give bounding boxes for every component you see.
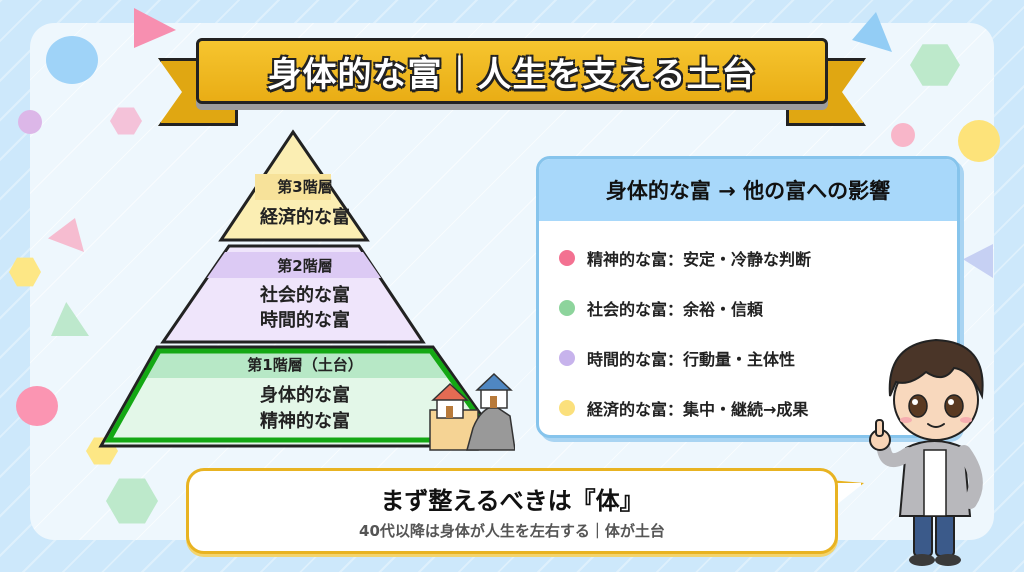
tier2-item-social: 社会的な富 [260,285,350,306]
tier1-item-physical: 身体的な富 [260,385,350,406]
speech-bubble: まず整えるべきは『体』 40代以降は身体が人生を左右する｜体が土台 [186,468,838,554]
bubble-headline: まず整えるべきは『体』 [380,487,644,515]
decor-purple-dot [18,110,42,134]
pyramid-shapes [98,129,515,451]
tier3-item: 経済的な富 [260,207,350,228]
bubble-subtext: 40代以降は身体が人生を左右する｜体が土台 [359,522,665,540]
list-item: 時間的な富：行動量・主体性 [559,333,957,383]
item-label: 社会的な富：余裕・信頼 [587,300,764,319]
influence-list: 精神的な富：安定・冷静な判断 社会的な富：余裕・信頼 時間的な富：行動量・主体性… [539,221,957,433]
tier2-item-time: 時間的な富 [260,310,350,331]
tier1-item-mental: 精神的な富 [260,411,350,432]
thumbs-up-boy-icon [869,338,984,566]
list-item: 経済的な富：集中・継続→成果 [559,383,957,433]
tier3-level: 第3階層 [277,178,333,196]
item-label: 時間的な富：行動量・主体性 [587,350,796,369]
wealth-pyramid: 第3階層 経済的な富 第2階層 社会的な富 時間的な富 第1階層（土台） 身体的… [95,128,515,458]
tier2-level: 第2階層 [277,257,333,275]
title-ribbon: 身体的な富｜人生を支える土台 [196,38,828,104]
item-label: 経済的な富：集中・継続→成果 [587,400,809,419]
pink-dot-icon [559,250,575,266]
tier1-level: 第1階層（土台） [247,356,363,374]
houses-on-ground-icon [429,372,515,451]
page-title: 身体的な富｜人生を支える土台 [267,54,757,95]
decor-yellow-circle [958,120,1000,162]
decor-pink-dot [891,123,915,147]
yellow-dot-icon [559,400,575,416]
decor-pink-circle [16,386,58,426]
decor-blue-circle [46,36,98,84]
list-item: 社会的な富：余裕・信頼 [559,283,957,333]
green-dot-icon [559,300,575,316]
purple-dot-icon [559,350,575,366]
item-label: 精神的な富：安定・冷静な判断 [587,250,812,269]
list-item: 精神的な富：安定・冷静な判断 [559,233,957,283]
card-title: 身体的な富 → 他の富への影響 [539,159,957,221]
